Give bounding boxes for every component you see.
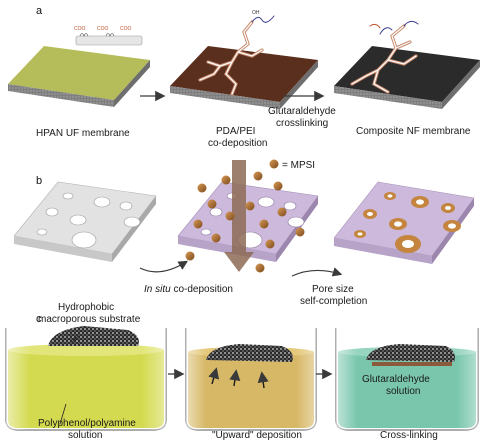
hpan-top-face <box>8 46 150 100</box>
panel-c-letter: c <box>36 313 42 325</box>
substrate-2 <box>206 344 293 362</box>
substrate-label-line1: Hydrophobic <box>58 302 114 313</box>
solution-1-label-line1: Polyphenol/polyamine <box>38 418 136 429</box>
substrate-pointer <box>71 335 79 343</box>
svg-text:COO: COO <box>120 26 132 32</box>
hydrophobic-substrate <box>48 326 139 346</box>
hpan-front-face <box>8 84 114 107</box>
mpsi-particle <box>255 263 265 273</box>
hpan-chain-inset: COO COO COO <box>74 26 143 46</box>
beaker-3 <box>335 328 479 431</box>
composite-label: Composite NF membrane <box>356 126 471 137</box>
svg-text:COO: COO <box>97 26 109 32</box>
upward-arrows <box>208 367 269 389</box>
deposition-arrow <box>224 160 254 272</box>
completed-front-face <box>334 238 432 264</box>
pda-front-face <box>170 86 280 109</box>
panel-b-letter: b <box>36 175 42 187</box>
mpsi-particle <box>185 251 195 261</box>
substrate-label-line2: macroporous substrate <box>38 314 141 325</box>
beaker-2 <box>185 328 317 431</box>
pore <box>62 192 74 200</box>
pore <box>200 228 212 236</box>
pore <box>69 214 87 226</box>
mpsi-particle <box>211 233 221 243</box>
pore <box>36 228 48 236</box>
plain-side-face <box>112 196 156 262</box>
step-3-label: Cross-linking <box>380 430 438 441</box>
mpsi-particle <box>295 227 305 237</box>
mpsi-particle <box>193 219 203 229</box>
composite-nf-membrane <box>334 46 480 109</box>
pore-size-label-line2: self-completion <box>300 296 367 307</box>
glutaraldehyde-label-line2: crosslinking <box>276 118 328 129</box>
panel-a-letter: a <box>36 5 43 17</box>
crosslinked-network <box>350 20 419 94</box>
mpsi-particle <box>245 201 255 211</box>
lilac-front-face <box>178 236 276 262</box>
porous-substrate-completed <box>333 181 475 264</box>
pda-pei-membrane <box>170 46 318 109</box>
porous-substrate-codeposition <box>177 160 319 273</box>
mpsi-particle <box>207 199 217 209</box>
crosslinked-layer <box>372 362 452 366</box>
glutaraldehyde-label-line1: Glutaraldehyde <box>268 106 336 117</box>
composite-front-face <box>334 86 442 109</box>
pore <box>45 207 59 217</box>
arrow-b1 <box>139 260 189 273</box>
pda-side-face <box>280 60 318 109</box>
mpsi-particle <box>277 207 287 217</box>
pda-pei-label-line2: co-deposition <box>208 138 267 149</box>
step-2-label: "Upward" deposition <box>212 430 302 441</box>
mpsi-particle <box>273 181 283 191</box>
mpsi-particle <box>225 211 235 221</box>
hpan-label: HPAN UF membrane <box>36 128 130 139</box>
mpsi-legend-swatch <box>269 159 279 169</box>
pore-size-label-line1: Pore size <box>312 284 354 295</box>
svg-text:OH: OH <box>252 10 260 16</box>
hpan-uf-membrane <box>8 46 150 107</box>
svg-text:COO: COO <box>74 26 86 32</box>
plain-front-face <box>14 236 112 262</box>
mpsi-particles <box>185 171 305 273</box>
mpsi-particle <box>253 171 263 181</box>
glutaraldehyde-solution-label-line1: Glutaraldehyde <box>362 374 430 385</box>
mpsi-particle <box>197 183 207 193</box>
mpsi-particle <box>265 239 275 249</box>
pore <box>257 196 275 208</box>
arrow-b2 <box>291 267 343 277</box>
solution-pointer <box>59 403 67 425</box>
pore <box>287 216 305 228</box>
shrunk-pores <box>354 192 461 253</box>
pda-pei-polymer-network: OH <box>198 10 275 96</box>
mpsi-particle <box>221 175 231 185</box>
porous-substrate-plain <box>13 181 157 262</box>
mpsi-legend-label: = MPSI <box>282 160 315 171</box>
solution-1-label-line2: solution <box>68 430 102 441</box>
pore <box>71 231 97 249</box>
in-situ-label: In situ co-deposition <box>144 284 233 295</box>
hpan-side-face <box>114 60 150 107</box>
pda-top-face <box>170 46 318 102</box>
mpsi-particle <box>259 219 269 229</box>
beaker-1 <box>5 326 167 431</box>
plain-pores <box>36 192 141 249</box>
pore <box>209 207 223 217</box>
pore <box>123 216 141 228</box>
glutaraldehyde-solution-label-line2: solution <box>386 386 420 397</box>
composite-side-face <box>442 60 480 109</box>
composite-top-face <box>334 46 480 102</box>
substrate-3 <box>366 344 455 362</box>
pore <box>119 201 133 211</box>
pore <box>283 201 297 211</box>
beaker-2-glass <box>186 328 316 430</box>
pore <box>93 196 111 208</box>
pda-pei-label-line1: PDA/PEI <box>216 126 255 137</box>
